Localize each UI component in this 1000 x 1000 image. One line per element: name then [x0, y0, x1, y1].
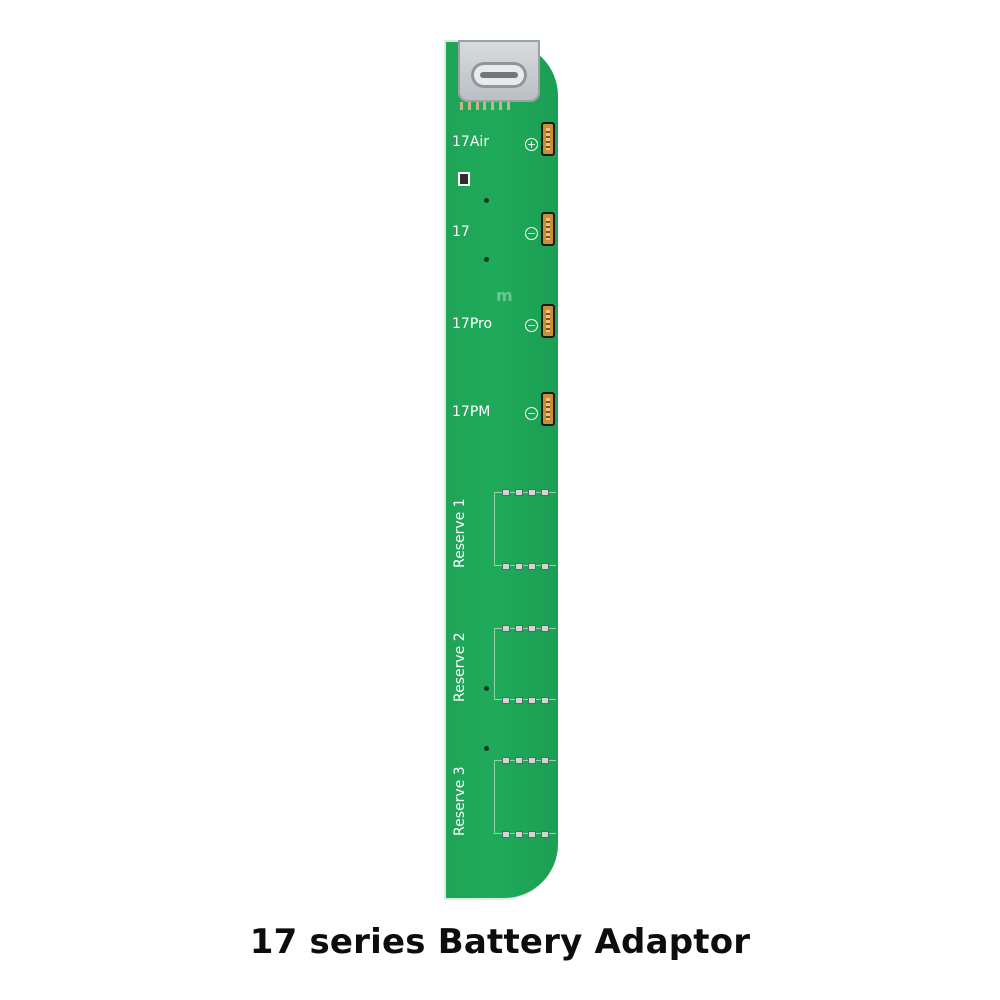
- reserve-slot-1: [494, 492, 556, 566]
- via-dot: [484, 746, 489, 751]
- via-dot: [484, 257, 489, 262]
- battery-contact-17air: [541, 122, 555, 156]
- usb-c-tongue: [480, 72, 518, 78]
- reserve-label-1: Reserve 1: [452, 498, 468, 568]
- reserve-pads-top: [502, 625, 549, 632]
- usb-c-slot: [471, 62, 527, 88]
- product-caption: 17 series Battery Adaptor: [249, 922, 751, 962]
- via-dot: [484, 198, 489, 203]
- minus-circle-icon: −: [525, 407, 538, 420]
- usb-c-pins: [460, 102, 510, 110]
- model-label-17air: 17Air: [452, 134, 490, 150]
- reserve-label-2: Reserve 2: [452, 632, 468, 702]
- reserve-slot-2: [494, 628, 556, 700]
- reserve-pads-bottom: [502, 563, 549, 570]
- smd-component: [458, 172, 470, 186]
- via-dot: [484, 686, 489, 691]
- reserve-slot-3: [494, 760, 556, 834]
- minus-circle-icon: −: [525, 319, 538, 332]
- battery-adaptor-board: 17Air + 17 − 17Pro − 17PM − m Reserve 1 …: [444, 40, 558, 900]
- reserve-label-3: Reserve 3: [452, 766, 468, 836]
- plus-circle-icon: +: [525, 138, 538, 151]
- reserve-pads-bottom: [502, 697, 549, 704]
- usb-c-port: [458, 40, 540, 102]
- watermark-logo: m: [496, 286, 513, 305]
- model-label-17pro: 17Pro: [452, 316, 493, 332]
- model-label-17pm: 17PM: [452, 404, 491, 420]
- minus-circle-icon: −: [525, 227, 538, 240]
- model-label-17: 17: [452, 224, 470, 240]
- reserve-pads-bottom: [502, 831, 549, 838]
- battery-contact-17pro: [541, 304, 555, 338]
- battery-contact-17: [541, 212, 555, 246]
- battery-contact-17pm: [541, 392, 555, 426]
- reserve-pads-top: [502, 489, 549, 496]
- reserve-pads-top: [502, 757, 549, 764]
